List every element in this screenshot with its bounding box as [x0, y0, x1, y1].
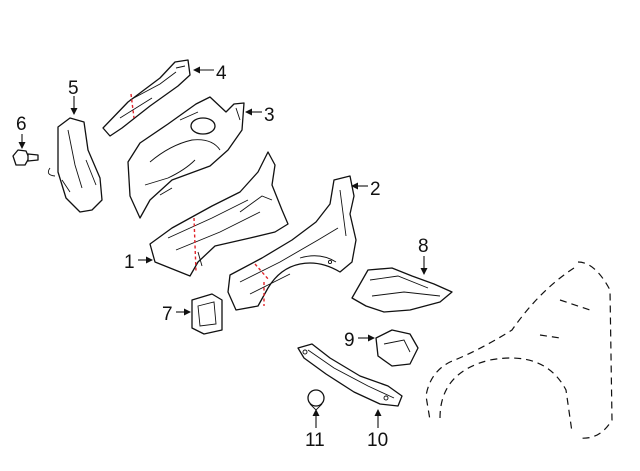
callout-10: 10 — [367, 430, 388, 451]
part-4-upper-rail[interactable] — [102, 59, 191, 137]
callout-5: 5 — [68, 78, 79, 99]
part-11-clip[interactable] — [307, 389, 325, 411]
callout-4: 4 — [216, 63, 227, 84]
part-3-apron[interactable] — [127, 96, 245, 219]
part-10-brace[interactable] — [297, 343, 403, 407]
part-2-wheelhouse[interactable] — [227, 175, 357, 311]
callout-6: 6 — [16, 114, 27, 135]
callout-2: 2 — [370, 179, 381, 200]
part-5-pillar[interactable] — [47, 117, 103, 213]
part-7-seal[interactable] — [191, 293, 223, 335]
callout-9: 9 — [344, 330, 355, 351]
fender-outline — [425, 261, 613, 439]
callout-11: 11 — [305, 430, 325, 451]
callout-3: 3 — [264, 105, 275, 126]
callout-1: 1 — [124, 252, 135, 273]
callout-7: 7 — [162, 304, 173, 325]
part-1-inner-fender[interactable] — [149, 151, 289, 277]
callout-8: 8 — [418, 236, 429, 257]
part-9-support[interactable] — [375, 329, 419, 367]
part-8-bracket[interactable] — [351, 267, 453, 313]
part-6-bolt[interactable] — [12, 149, 39, 166]
